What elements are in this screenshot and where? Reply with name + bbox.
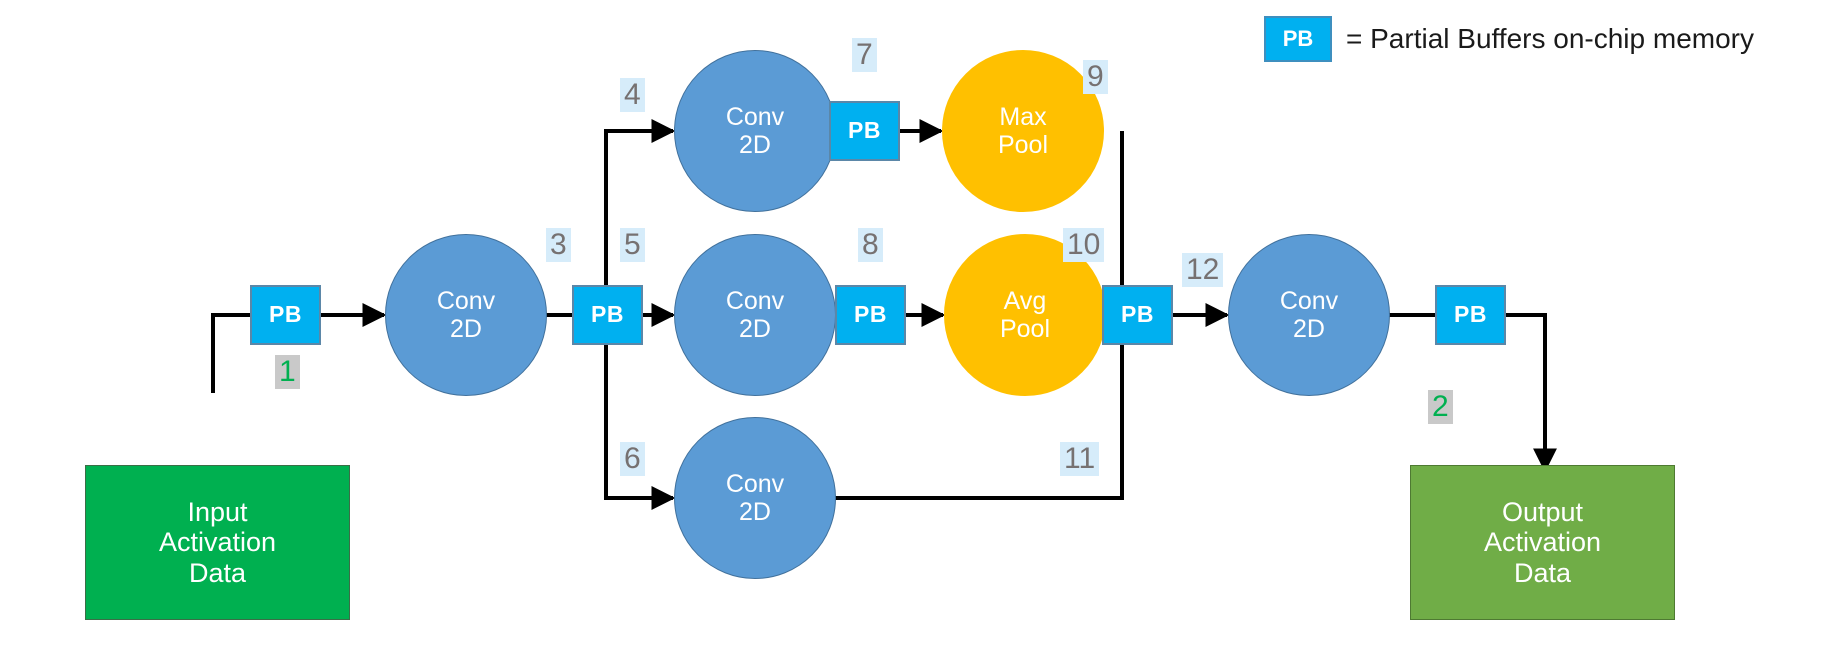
input-box-line-3: Data [188,557,247,588]
edge-label-5: 5 [620,228,645,263]
output-box-line-3: Data [1513,557,1572,588]
max-pool-line-2: Pool [997,131,1049,159]
edge-label-8: 8 [858,228,883,263]
edge-split-to-conv-bottom [604,339,676,510]
legend-pb-chip-label: PB [1282,26,1314,51]
edge-label-4: 4 [620,78,645,113]
legend: PB = Partial Buffers on-chip memory [1264,16,1754,62]
edge-pb-out-to-output [1505,313,1557,473]
avg-pool-line-1: Avg [1003,287,1047,315]
conv-tail-line-1: Conv [1279,287,1339,315]
pb-merge-label: PB [1121,301,1154,328]
pb-mid-label: PB [854,301,887,328]
edge-label-2: 2 [1428,390,1453,425]
output-box-line-2: Activation [1483,527,1602,558]
buffer-pb-output[interactable]: PB [1435,285,1506,345]
conv-top-line-1: Conv [725,103,785,131]
node-conv2d-stem[interactable]: Conv 2D [385,234,547,396]
buffer-pb-mid[interactable]: PB [835,285,906,345]
edge-label-9: 9 [1083,60,1108,95]
buffer-pb-split[interactable]: PB [572,285,643,345]
edge-label-11: 11 [1060,442,1100,477]
edge-input-to-pb-in [211,313,250,393]
conv-mid-line-1: Conv [725,287,785,315]
avg-pool-line-2: Pool [999,315,1051,343]
pb-input-label: PB [269,301,302,328]
max-pool-line-1: Max [999,103,1047,131]
buffer-pb-input[interactable]: PB [250,285,321,345]
input-activation-data-box[interactable]: Input Activation Data [85,465,350,620]
edge-label-1: 1 [275,355,300,390]
edge-label-6: 6 [620,442,645,477]
conv-top-line-2: 2D [739,131,771,159]
input-box-line-1: Input [187,497,248,528]
conv-stem-line-1: Conv [436,287,496,315]
conv-tail-line-2: 2D [1293,315,1325,343]
output-activation-data-box[interactable]: Output Activation Data [1410,465,1675,620]
output-box-line-1: Output [1501,497,1584,528]
edge-label-12: 12 [1182,253,1224,288]
buffer-pb-merge[interactable]: PB [1102,285,1173,345]
conv-bottom-line-1: Conv [725,470,785,498]
conv-stem-line-2: 2D [450,315,482,343]
node-conv2d-bottom[interactable]: Conv 2D [674,417,836,579]
legend-pb-chip: PB [1264,16,1332,62]
edge-label-10: 10 [1063,228,1105,263]
conv-mid-line-2: 2D [739,315,771,343]
edge-label-3: 3 [546,228,571,263]
buffer-pb-top[interactable]: PB [829,101,900,161]
node-max-pool[interactable]: Max Pool [942,50,1104,212]
node-conv2d-mid[interactable]: Conv 2D [674,234,836,396]
pb-split-label: PB [591,301,624,328]
node-conv2d-top[interactable]: Conv 2D [674,50,836,212]
node-conv2d-tail[interactable]: Conv 2D [1228,234,1390,396]
edge-split-trunk [604,119,676,291]
edge-label-7: 7 [852,38,877,73]
pb-output-label: PB [1454,301,1487,328]
input-box-line-2: Activation [158,527,277,558]
conv-bottom-line-2: 2D [739,498,771,526]
legend-description: = Partial Buffers on-chip memory [1346,23,1754,54]
pb-top-label: PB [848,117,881,144]
edge-conv-bottom-to-pb-merge [760,339,1124,500]
